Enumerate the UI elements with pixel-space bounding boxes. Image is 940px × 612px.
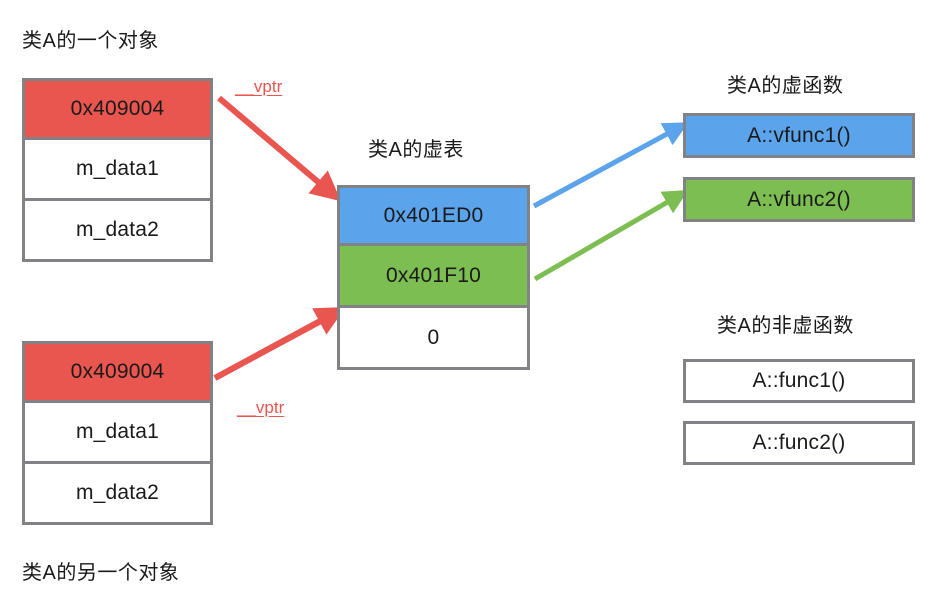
caption-object-one: 类A的一个对象: [22, 30, 159, 52]
caption-vtable: 类A的虚表: [368, 139, 464, 161]
arrow-vtable-slot1-to-vfunc1: [532, 122, 689, 209]
arrow-vtable-slot2-to-vfunc2: [533, 189, 689, 282]
caption-nonvirtual-functions: 类A的非虚函数: [717, 315, 854, 337]
caption-object-two: 类A的另一个对象: [22, 562, 180, 584]
vptr-label-object-two: __vptr: [237, 398, 285, 417]
vptr-label-object-one: __vptr: [235, 77, 283, 96]
vtable-cell-null: 0: [337, 308, 530, 370]
object-two-cell-vptr: 0x409004: [22, 341, 213, 403]
object-two-cell-m-data2: m_data2: [22, 464, 213, 525]
object-one-cell-m-data1: m_data1: [22, 140, 213, 201]
arrow-vptr-object-two-to-vtable: [213, 311, 336, 381]
object-one-cell-m-data2: m_data2: [22, 201, 213, 262]
vtable-cell-slot1: 0x401ED0: [337, 185, 530, 246]
vtable-cell-slot2: 0x401F10: [337, 246, 530, 308]
object-one-cell-vptr: 0x409004: [22, 78, 213, 140]
object-two-cell-m-data1: m_data1: [22, 403, 213, 464]
nonvirtual-function-func1: A::func1(): [683, 359, 915, 403]
nonvirtual-function-func2: A::func2(): [683, 421, 915, 465]
virtual-function-vfunc1: A::vfunc1(): [683, 113, 915, 158]
caption-virtual-functions: 类A的虚函数: [727, 75, 844, 97]
virtual-function-vfunc2: A::vfunc2(): [683, 177, 915, 222]
arrow-vptr-object-two-to-vtable-head: [213, 307, 346, 381]
arrow-vptr-object-one-to-vtable: [217, 95, 341, 202]
